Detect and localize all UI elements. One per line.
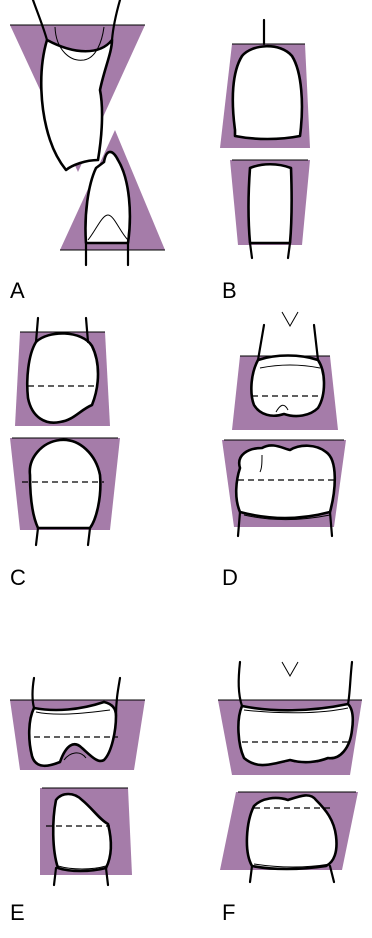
- panel-f-lower-tooth: [247, 795, 337, 869]
- panel-f-v-mark: [282, 662, 298, 676]
- panel-d-v-mark: [282, 312, 298, 326]
- panel-b-upper-tooth: [233, 46, 302, 139]
- panel-d-lower-tooth: [236, 445, 335, 518]
- panel-label-b: B: [222, 278, 237, 304]
- panel-e-diagram: [10, 678, 145, 885]
- panel-f-diagram: [218, 662, 362, 882]
- panel-d-diagram: [222, 312, 346, 536]
- panel-label-e: E: [10, 900, 25, 926]
- panel-label-c: C: [10, 565, 26, 591]
- panel-a-diagram: [10, 0, 165, 265]
- panel-label-f: F: [222, 900, 235, 926]
- panel-b-diagram: [220, 20, 310, 258]
- panel-c-diagram: [10, 318, 120, 545]
- panel-label-a: A: [10, 278, 25, 304]
- panel-b-lower-tooth: [249, 164, 292, 243]
- panel-c-lower-tooth: [30, 440, 101, 528]
- panel-label-d: D: [222, 565, 238, 591]
